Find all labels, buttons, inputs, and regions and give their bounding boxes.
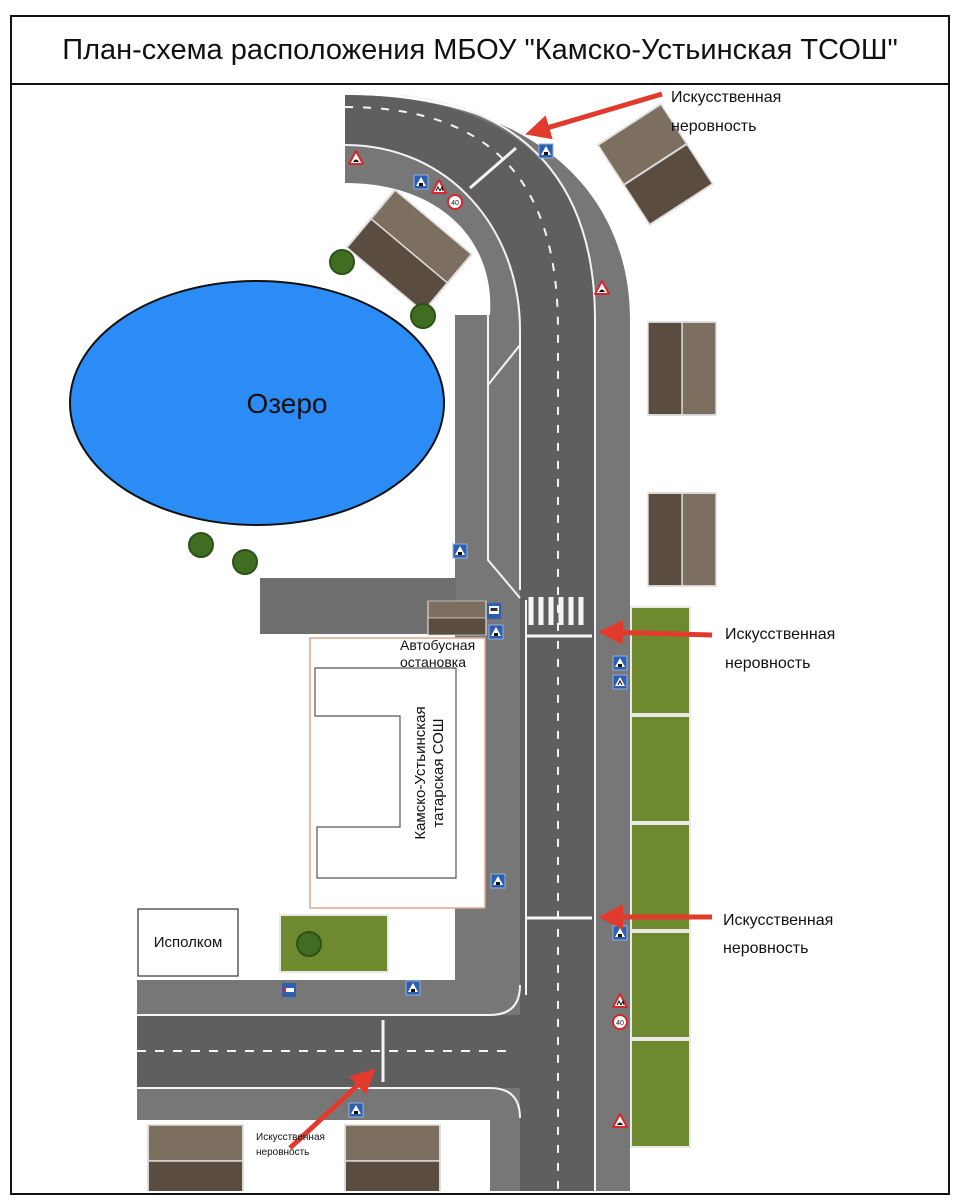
house bbox=[148, 1125, 243, 1197]
road-signs: 40 40 bbox=[282, 143, 628, 1128]
green-plots bbox=[279, 606, 691, 1148]
dead-end-sign-icon bbox=[282, 983, 296, 997]
annotation-label: Искусственная bbox=[725, 626, 835, 643]
trees bbox=[188, 249, 436, 957]
house bbox=[648, 493, 716, 586]
crosswalk bbox=[528, 597, 584, 625]
children-crossing-sign-icon bbox=[612, 674, 628, 690]
speed-limit-sign-icon: 40 bbox=[612, 1014, 628, 1030]
pedestrian-crossing-sign-icon bbox=[405, 980, 421, 996]
annotation-label: неровность bbox=[723, 940, 808, 957]
lake-label: Озеро bbox=[246, 388, 327, 419]
tree-icon bbox=[188, 532, 214, 558]
annotation-label: Искусственная bbox=[671, 89, 781, 106]
title-box: План-схема расположения МБОУ "Камско-Уст… bbox=[12, 17, 948, 85]
school-area: Камско-Устьинская татарская СОШ bbox=[309, 637, 486, 909]
arrow-icon bbox=[288, 1068, 376, 1150]
road-markings bbox=[137, 94, 596, 1191]
pedestrian-crossing-sign-icon bbox=[538, 143, 554, 159]
school-label-line1: Камско-Устьинская bbox=[412, 706, 429, 839]
main-road-curve bbox=[137, 95, 630, 1191]
speed-limit-value: 40 bbox=[616, 1020, 624, 1027]
annotation-label: неровность bbox=[671, 118, 756, 135]
pedestrian-crossing-sign-icon bbox=[452, 543, 468, 559]
carriageway-curve bbox=[137, 95, 595, 1191]
arrow-icon bbox=[598, 620, 713, 646]
annotation-arrows bbox=[288, 91, 713, 1150]
house bbox=[345, 1125, 440, 1197]
annotation-labels: Искусственная неровность Искусственная н… bbox=[256, 89, 835, 1158]
roads bbox=[137, 95, 630, 1191]
executive-committee: Исполком bbox=[137, 908, 239, 977]
pedestrian-crossing-sign-icon bbox=[612, 925, 628, 941]
pedestrian-crossing-sign-icon bbox=[413, 174, 429, 190]
pedestrian-crossing-sign-icon bbox=[348, 1102, 364, 1118]
bus-stop-sign-icon bbox=[487, 603, 501, 619]
annotation-label: Искусственная bbox=[256, 1132, 325, 1143]
speed-limit-value: 40 bbox=[451, 200, 459, 207]
pedestrian-crossing-sign-icon bbox=[490, 873, 506, 889]
bus-stop-shelter bbox=[428, 601, 486, 635]
map-frame: План-схема расположения МБОУ "Камско-Уст… bbox=[10, 15, 950, 1195]
speed-limit-sign-icon: 40 bbox=[447, 194, 463, 210]
tree-icon bbox=[329, 249, 355, 275]
pedestrian-crossing-sign-icon bbox=[612, 655, 628, 671]
pedestrian-crossing-sign-icon bbox=[488, 624, 504, 640]
annotation-label: неровность bbox=[725, 655, 810, 672]
executive-committee-label: Исполком bbox=[154, 934, 223, 951]
lake: Озеро bbox=[69, 280, 445, 526]
page-title: План-схема расположения МБОУ "Камско-Уст… bbox=[62, 33, 898, 66]
annotation-label: неровность bbox=[256, 1147, 309, 1158]
tree-icon bbox=[410, 303, 436, 329]
tree-icon bbox=[296, 931, 322, 957]
arrow-icon bbox=[525, 91, 663, 140]
annotation-label: Искусственная bbox=[723, 912, 833, 929]
bus-stop-label-line1: Автобусная bbox=[400, 637, 475, 653]
tree-icon bbox=[232, 549, 258, 575]
school-label-line2: татарская СОШ bbox=[430, 718, 447, 827]
speed-bump-line bbox=[469, 146, 517, 190]
side-road-stub bbox=[260, 578, 456, 634]
house bbox=[648, 322, 716, 415]
bus-stop-label-line2: остановка bbox=[400, 654, 466, 670]
